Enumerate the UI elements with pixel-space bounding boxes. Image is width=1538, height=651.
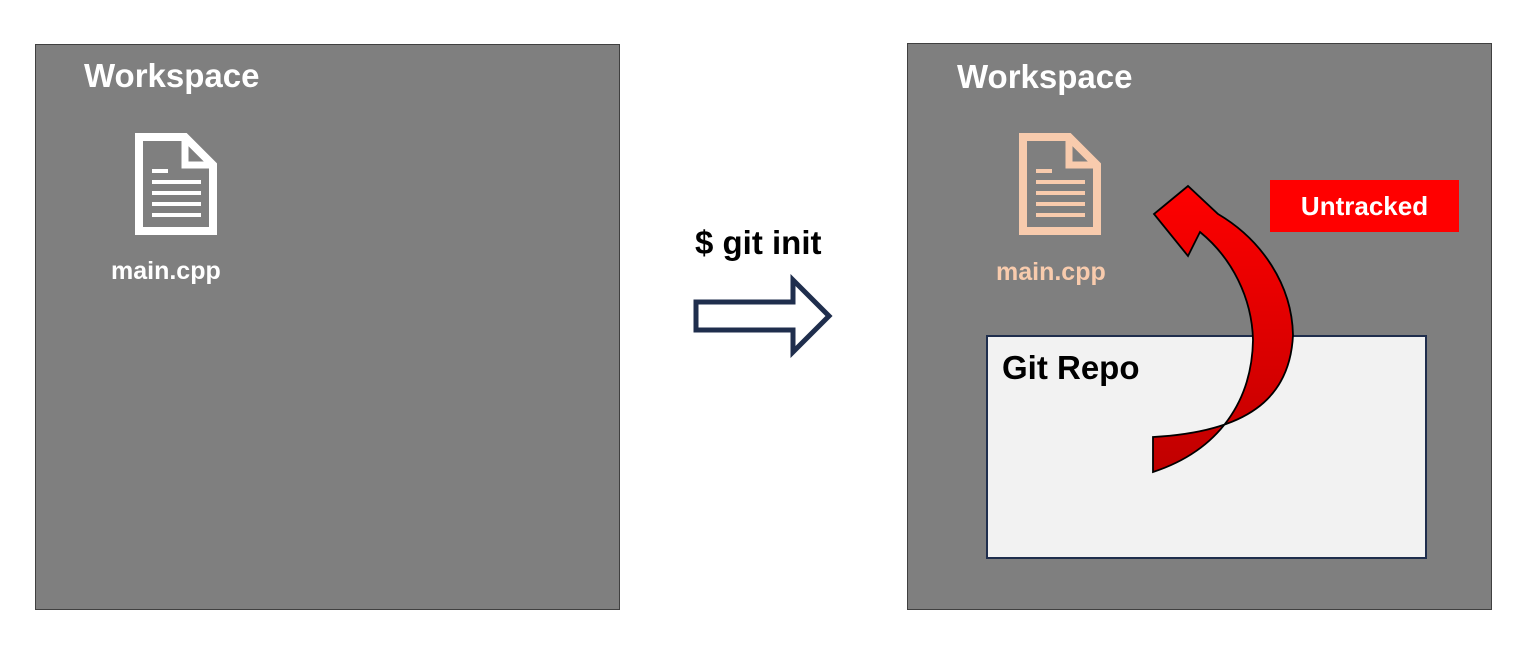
curved-arrow-icon — [1152, 184, 1294, 474]
command-label: $ git init — [695, 224, 822, 261]
document-icon — [135, 133, 217, 235]
git-repo-box: Git Repo — [986, 335, 1427, 559]
untracked-status-badge: Untracked — [1270, 180, 1459, 232]
document-icon — [1019, 133, 1101, 235]
untracked-file-label: main.cpp — [996, 258, 1106, 286]
git-repo-title: Git Repo — [1002, 349, 1140, 386]
file-label: main.cpp — [111, 257, 221, 285]
workspace-before-panel: Workspace main.cpp — [35, 44, 620, 610]
workspace-title: Workspace — [84, 57, 260, 94]
right-arrow-icon — [693, 274, 833, 358]
workspace-title: Workspace — [957, 58, 1133, 95]
